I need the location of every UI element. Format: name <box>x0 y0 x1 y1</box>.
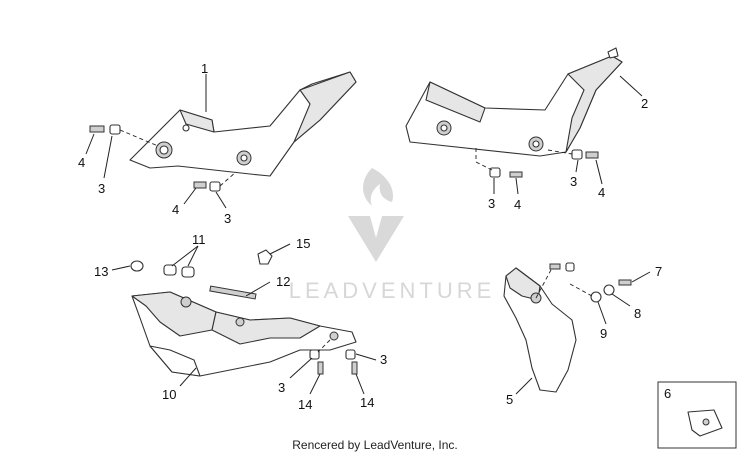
callout-5: 5 <box>506 392 513 407</box>
nut-15 <box>257 249 273 265</box>
callout-12: 12 <box>276 274 290 289</box>
callout-3a: 3 <box>98 181 105 196</box>
v-logo-icon <box>348 216 404 262</box>
screw-4b <box>193 181 207 189</box>
spacer-3b <box>209 181 221 192</box>
bush-9 <box>590 291 602 303</box>
callout-4d: 4 <box>514 197 521 212</box>
screw-upper-5 <box>549 263 561 270</box>
callout-3b: 3 <box>224 211 231 226</box>
callout-9: 9 <box>600 326 607 341</box>
callout-11: 11 <box>192 232 206 247</box>
bolt-12 <box>209 285 257 300</box>
flame-logo-icon <box>363 168 394 206</box>
callout-6: 6 <box>664 386 671 401</box>
screw-4d <box>509 171 523 178</box>
callout-2: 2 <box>641 96 648 111</box>
washer-upper-5 <box>565 262 575 272</box>
part-5-side-cover <box>503 267 577 393</box>
callout-labels: 1 2 4 3 4 3 3 4 3 4 13 11 15 12 10 3 3 1… <box>78 61 671 412</box>
callout-4a: 4 <box>78 155 85 170</box>
leader-lines <box>85 74 651 395</box>
callout-13: 13 <box>94 264 108 279</box>
spacer-3a <box>109 124 121 135</box>
screw-4a <box>89 125 105 133</box>
spacer-3d <box>489 167 501 178</box>
leadventure-watermark: LEADVENTURE <box>289 168 496 303</box>
part-2-right-fairing <box>405 47 623 157</box>
footer-credit: Rencered by LeadVenture, Inc. <box>292 438 458 452</box>
callout-10: 10 <box>162 387 176 402</box>
callout-4b: 4 <box>172 202 179 217</box>
screw-7 <box>618 279 632 286</box>
callout-14a: 14 <box>298 397 312 412</box>
bush-11a <box>163 264 177 276</box>
bush-11b <box>181 266 195 278</box>
spacer-3f <box>345 349 356 360</box>
spacer-3e <box>309 349 320 360</box>
part-1-left-fairing <box>129 71 357 177</box>
callout-4c: 4 <box>598 185 605 200</box>
watermark-text: LEADVENTURE <box>289 278 496 303</box>
callout-3f: 3 <box>380 352 387 367</box>
callout-7: 7 <box>655 264 662 279</box>
hardware <box>89 124 632 375</box>
part-6-inset <box>657 381 737 449</box>
callout-3d: 3 <box>488 196 495 211</box>
screw-4c <box>585 151 599 159</box>
callout-14b: 14 <box>360 395 374 410</box>
callout-1: 1 <box>201 61 208 76</box>
screw-14b <box>351 361 358 375</box>
grommet-13 <box>130 260 144 272</box>
callout-3c: 3 <box>570 174 577 189</box>
part-10-belly-pan <box>131 291 357 377</box>
callout-3e: 3 <box>278 380 285 395</box>
spacer-3c <box>571 149 583 160</box>
assembly-lines <box>119 129 593 353</box>
washer-8 <box>603 284 615 296</box>
callout-15: 15 <box>296 236 310 251</box>
screw-14a <box>317 361 324 375</box>
callout-8: 8 <box>634 306 641 321</box>
